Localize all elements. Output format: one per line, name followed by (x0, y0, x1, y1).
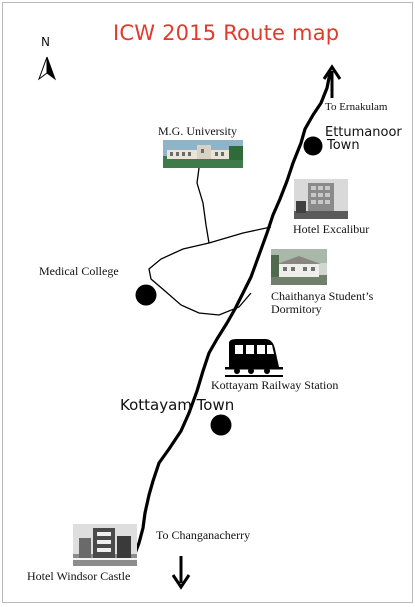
arrow-down-icon (171, 556, 191, 590)
label-mg-university: M.G. University (158, 124, 237, 138)
label-dormitory: Dormitory (271, 302, 322, 316)
page-title: ICW 2015 Route map (113, 21, 340, 45)
medical-college-dot (135, 284, 157, 306)
label-ettumanoor-town: Town (327, 138, 360, 153)
label-to-ernakulam: To Ernakulam (325, 101, 388, 113)
road-network (37, 56, 342, 590)
road-medical-college (148, 226, 272, 316)
ettumanoor-dot (303, 136, 323, 156)
kottayam-town-dot (210, 414, 232, 436)
label-medical-college: Medical College (39, 264, 119, 278)
hotel-excalibur-photo (294, 179, 348, 219)
mg-university-photo (163, 140, 243, 168)
hotel-windsor-castle-photo (73, 524, 137, 566)
label-ettumanoor: Ettumanoor (325, 125, 402, 140)
main-road (131, 71, 332, 561)
label-hotel-excalibur: Hotel Excalibur (293, 222, 370, 236)
north-arrow-icon (37, 56, 57, 81)
label-railway-station: Kottayam Railway Station (211, 378, 339, 392)
train-icon (225, 339, 283, 377)
arrow-up-icon (322, 64, 342, 98)
road-mg-university (196, 167, 210, 244)
label-to-changanacherry: To Changanacherry (156, 528, 251, 542)
label-chaithanya: Chaithanya Student’s (271, 289, 374, 303)
chaithanya-dormitory-photo (271, 249, 327, 285)
compass-letter: N (41, 35, 50, 49)
label-kottayam-town: Kottayam Town (120, 396, 235, 414)
label-hotel-windsor-castle: Hotel Windsor Castle (27, 569, 131, 583)
